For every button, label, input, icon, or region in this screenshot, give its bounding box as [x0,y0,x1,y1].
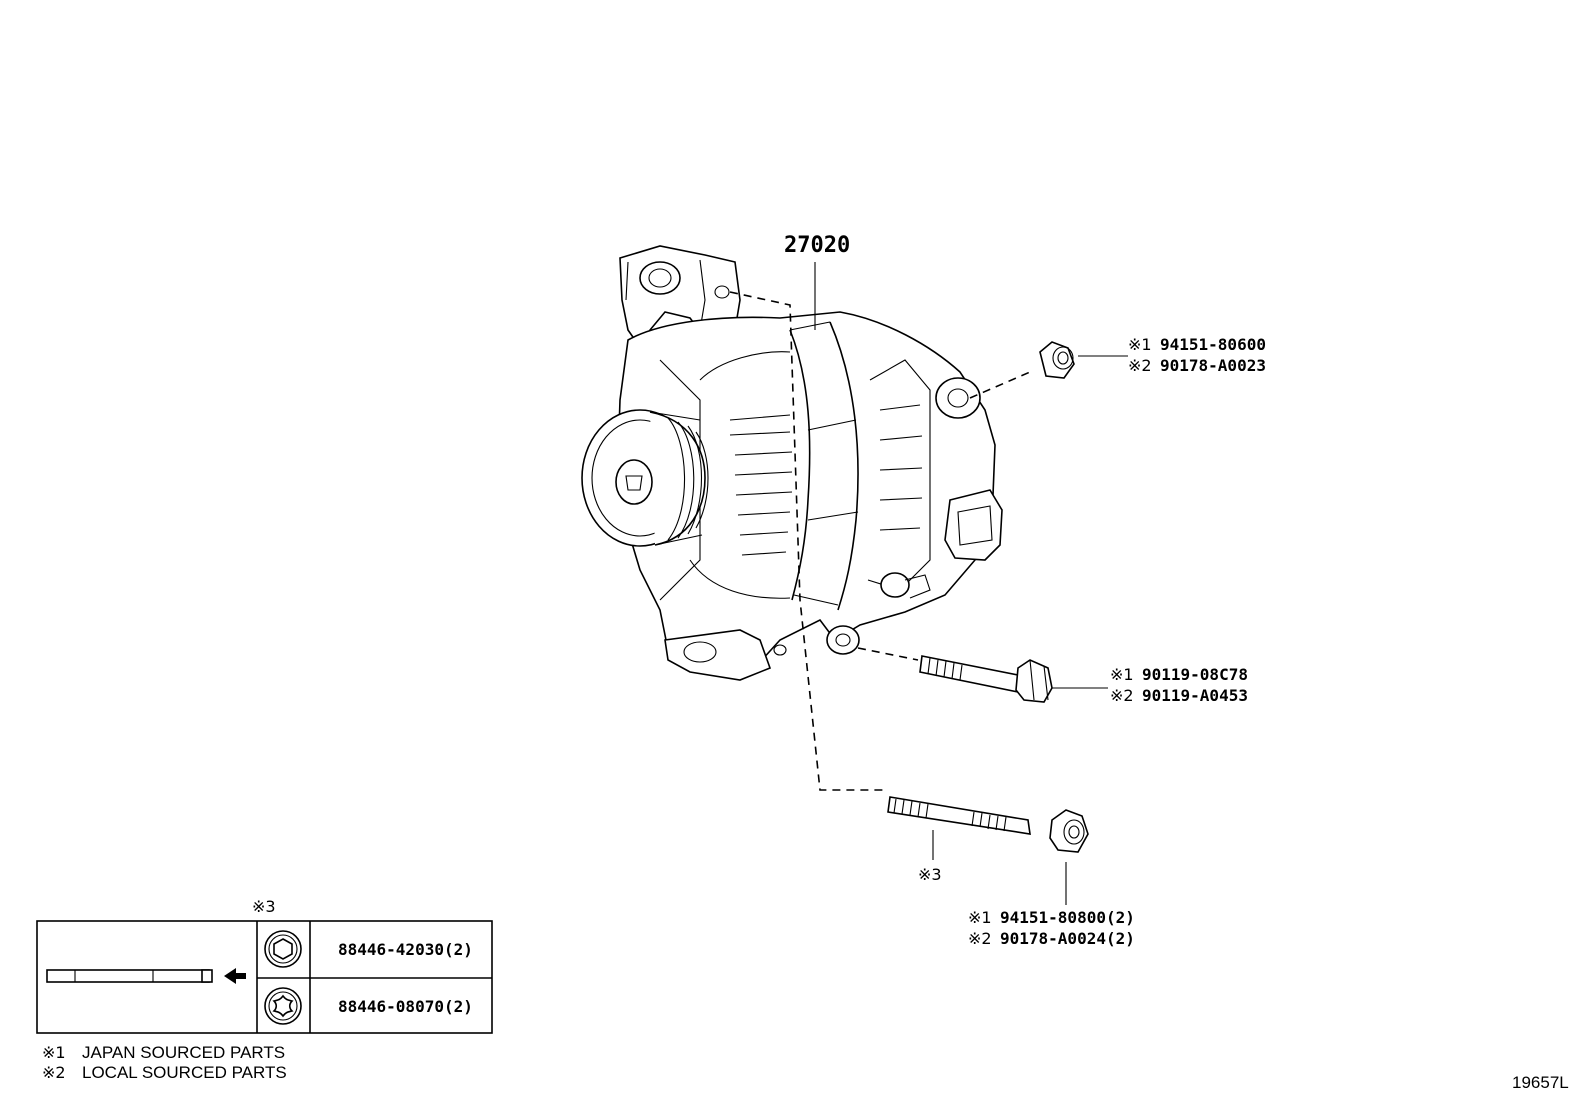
part-number-label: 90119-08C78 [1142,665,1248,684]
part-number-label: 94151-80600 [1160,335,1266,354]
callout-stud-mark: ※3 [918,865,942,884]
legend-text: LOCAL SOURCED PARTS [82,1063,287,1082]
svg-text:※2: ※2 [968,929,992,948]
callout-nut-top: ※1 94151-80600 ※2 90178-A0023 [1128,335,1266,375]
alternator-illustration [581,245,1003,681]
illustration-code: 19657L [1512,1073,1569,1092]
part-number-label: 90178-A0023 [1160,356,1266,375]
part-number-label: 90119-A0453 [1142,686,1248,705]
stud-drawing [46,968,246,984]
stud-table-mark: ※3 [252,897,276,916]
svg-text:※1: ※1 [1110,665,1134,684]
legend-text: JAPAN SOURCED PARTS [82,1043,285,1062]
callout-nut-bottom: ※1 94151-80800(2) ※2 90178-A0024(2) [968,908,1135,948]
svg-text:※2: ※2 [1110,686,1134,705]
part-number-label: 90178-A0024(2) [1000,929,1135,948]
part-number-label: 94151-80800(2) [1000,908,1135,927]
torx-head-icon [264,987,302,1025]
bolt [919,655,1053,703]
leader-lines [729,262,1128,905]
stud-table: ※3 88446-42030(2) 88446-08070(2) [36,897,493,1034]
legend: ※1 JAPAN SOURCED PARTS ※2 LOCAL SOURCED … [42,1043,287,1082]
main-part-number: 27020 [784,233,850,258]
svg-text:※1: ※1 [1128,335,1152,354]
nut-top [1039,341,1075,379]
callout-bolt: ※1 90119-08C78 ※2 90119-A0453 [1110,665,1248,705]
svg-text:※2: ※2 [1128,356,1152,375]
stud-part-hex: 88446-42030(2) [338,940,473,959]
nut-bottom [1049,809,1089,853]
legend-mark: ※2 [42,1063,66,1082]
hex-head-icon [264,930,302,968]
svg-text:※1: ※1 [968,908,992,927]
arrow-left-icon [224,968,246,984]
stud-part-torx: 88446-08070(2) [338,997,473,1016]
stud [887,796,1031,835]
legend-mark: ※1 [42,1043,66,1062]
